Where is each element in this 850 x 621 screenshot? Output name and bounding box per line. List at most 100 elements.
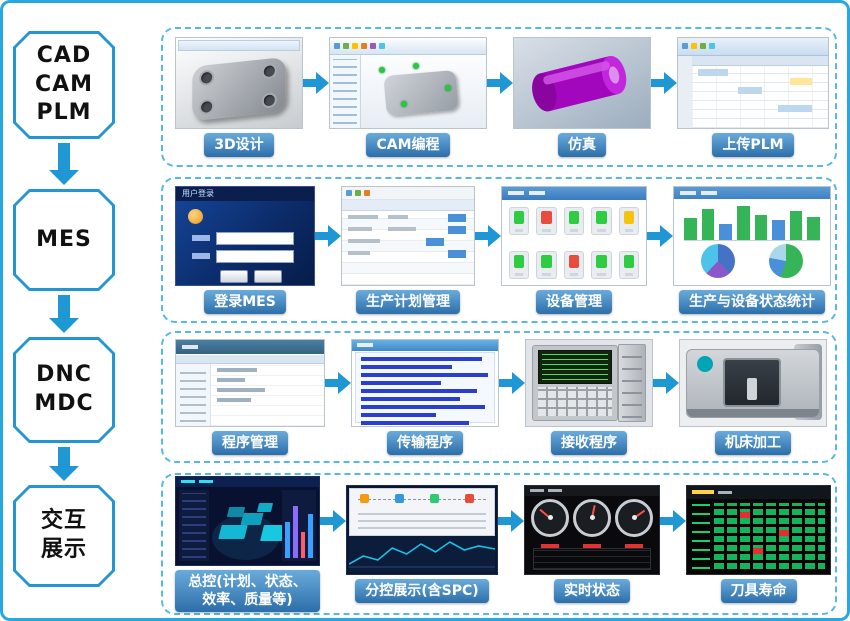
login-logo-icon — [188, 208, 203, 224]
step-login-mes: 用户登录 登录MES — [175, 185, 315, 315]
thumb-machining — [679, 338, 827, 427]
flow-node — [360, 493, 369, 503]
step-3d-design: 3D设计 — [175, 36, 303, 158]
gauge-panel-header — [525, 485, 659, 496]
code-line — [361, 404, 486, 409]
gauge-row — [529, 498, 655, 541]
stage-shape: 交互 展示 — [13, 485, 115, 587]
transfer-header-bar — [352, 339, 498, 351]
stage-cad-cam-plm: CAD CAM PLM — [13, 31, 115, 139]
cam-toolbar — [330, 37, 486, 55]
step-production-plan: 生产计划管理 — [341, 185, 475, 315]
machine-status-icon — [509, 206, 530, 235]
plan-toolbar — [342, 186, 474, 200]
step-tool-life: 刀具寿命 — [686, 484, 831, 604]
flow-arrow-right-icon — [499, 372, 525, 394]
cam-viewport — [361, 54, 486, 128]
toolbar-icon — [691, 43, 697, 50]
cnc-machine-body — [686, 348, 820, 418]
cam-part — [383, 69, 459, 116]
step-sub-display-spc: 分控展示(含SPC) — [346, 484, 498, 604]
step-label: 刀具寿命 — [720, 578, 797, 604]
stage-label-display: 交互 展示 — [40, 508, 87, 562]
flow-node — [465, 493, 474, 503]
code-line — [361, 396, 461, 401]
toolbar-icon — [343, 42, 349, 49]
toolbar-icon — [361, 42, 367, 49]
machine-status-icon — [618, 250, 639, 279]
machine-status-icon — [536, 206, 557, 235]
step-label: 仿真 — [558, 132, 606, 158]
flow-arrow-right-icon — [660, 510, 686, 532]
plm-cell — [790, 77, 812, 85]
login-window-title: 用户登录 — [176, 186, 314, 201]
plan-table-rows — [342, 210, 474, 285]
step-label: CAM编程 — [366, 132, 450, 158]
machine-status-icon — [563, 206, 585, 235]
thumb-3d-design — [175, 36, 303, 129]
flow-node — [395, 493, 404, 503]
status-table — [533, 547, 651, 570]
plm-spreadsheet-grid — [692, 65, 828, 128]
machine-status-icon — [591, 250, 612, 279]
code-line — [361, 420, 469, 425]
equipment-status-grid — [509, 206, 639, 279]
row-cad-cam-plm: 3D设计 — [161, 27, 837, 167]
username-field — [216, 231, 294, 245]
flow-arrow-down-icon — [49, 143, 79, 185]
cnc-screen — [538, 349, 612, 384]
toolbar-icon — [682, 43, 688, 50]
password-label — [192, 252, 210, 259]
stage-mes: MES — [13, 189, 115, 291]
machine-brand-logo — [697, 355, 713, 372]
machine-column — [618, 343, 646, 422]
step-realtime-status: 实时状态 — [524, 484, 660, 604]
cad-part-plate — [192, 56, 286, 121]
factory-building — [218, 524, 248, 539]
stats-header-bar — [674, 186, 830, 199]
process-flow-panel — [349, 487, 495, 536]
cad-toolbar — [178, 39, 300, 51]
toolbar-icon — [352, 42, 358, 49]
step-label: 实时状态 — [554, 578, 630, 604]
dashboard-left-panel — [179, 489, 209, 561]
tool-alarm-cell — [753, 547, 763, 554]
code-line — [361, 356, 483, 361]
machine-base — [687, 408, 819, 417]
tool-life-grid — [714, 502, 825, 569]
workpiece — [747, 377, 757, 400]
step-program-management: 程序管理 — [175, 338, 325, 456]
toolbar-icon — [355, 189, 361, 196]
equipment-header-bar — [502, 186, 646, 200]
toolbar-icon — [370, 42, 376, 49]
flow-node — [430, 493, 439, 503]
gauge-dial — [615, 498, 653, 537]
program-table — [211, 363, 324, 426]
stage-shape: CAD CAM PLM — [13, 31, 115, 139]
status-cell — [426, 237, 444, 246]
toolpath-point — [379, 66, 385, 73]
step-cam-programming: CAM编程 — [329, 36, 487, 158]
cam-tree-panel — [330, 54, 361, 128]
toolbar-icon — [379, 42, 385, 49]
thumb-status-statistics — [673, 185, 831, 286]
step-label: 程序管理 — [212, 430, 288, 456]
transfer-program-list — [355, 351, 495, 425]
plm-cell — [698, 68, 728, 76]
step-machining: 机床加工 — [679, 338, 827, 456]
stage-label-dnc-mdc: DNC MDC — [34, 362, 94, 416]
stage-dnc-mdc: DNC MDC — [13, 337, 115, 443]
plm-ribbon — [678, 37, 828, 56]
toolbar-icon — [364, 189, 370, 196]
factory-3d-view — [212, 491, 286, 560]
stage-display: 交互 展示 — [13, 485, 115, 587]
status-cell — [448, 249, 466, 258]
pie-chart — [701, 243, 735, 278]
step-label: 接收程序 — [551, 430, 627, 456]
program-subheader — [176, 354, 324, 364]
machine-door-window — [723, 357, 781, 407]
thumb-login-mes: 用户登录 — [175, 185, 315, 286]
password-field — [216, 249, 294, 263]
cnc-keypad — [538, 386, 612, 416]
plm-cell — [738, 86, 762, 94]
